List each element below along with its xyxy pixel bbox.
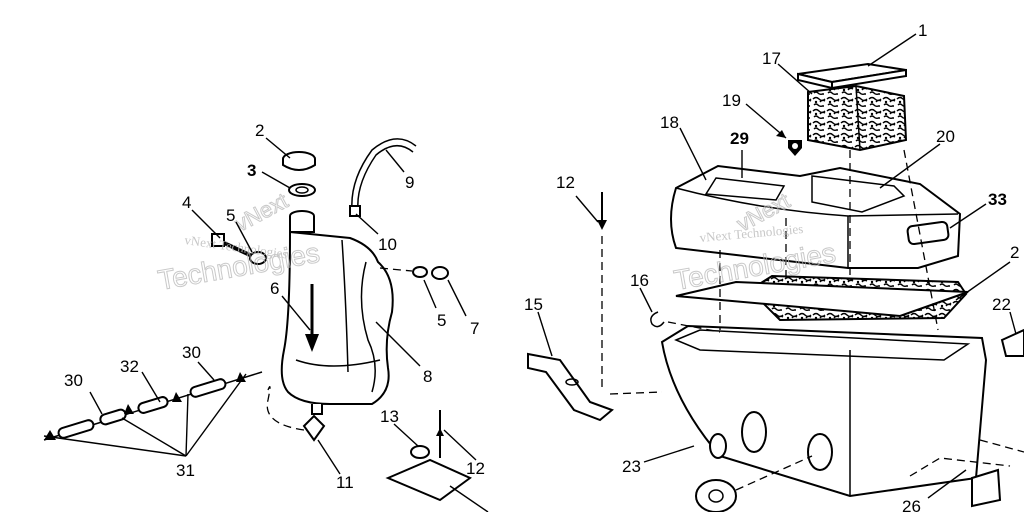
label-12-bottom: 12 (466, 459, 485, 478)
label-21: 2 (1010, 243, 1019, 262)
tank-neck (289, 210, 315, 233)
label-29: 29 (730, 129, 749, 148)
label-30-right: 30 (182, 343, 201, 362)
part-labels: 2 3 4 5 6 7 5 8 9 10 11 13 12 30 32 30 3… (64, 21, 1019, 512)
breather-hose (351, 138, 417, 211)
label-15: 15 (524, 295, 543, 314)
airbox-base (660, 324, 988, 498)
label-8: 8 (423, 367, 432, 386)
mount-bolt (211, 233, 267, 265)
label-30-left: 30 (64, 371, 83, 390)
cover-screw (788, 140, 802, 156)
cap-gasket (288, 183, 316, 197)
label-3: 3 (247, 161, 256, 180)
label-12-top: 12 (556, 173, 575, 192)
label-2: 2 (255, 121, 264, 140)
airbox-cover (670, 164, 962, 269)
label-5-left: 5 (226, 206, 235, 225)
mount-bracket (527, 352, 614, 422)
hose-assembly (43, 371, 263, 441)
tank-bracket (385, 410, 489, 512)
label-31: 31 (176, 461, 195, 480)
label-5-right: 5 (437, 311, 446, 330)
airbox-assembly (527, 62, 1024, 512)
label-26: 26 (902, 497, 921, 512)
label-6: 6 (270, 279, 279, 298)
oil-tank (280, 230, 394, 405)
label-7: 7 (470, 319, 479, 338)
grommet (379, 266, 449, 280)
cover-latch (906, 220, 950, 246)
label-1: 1 (918, 21, 927, 40)
label-22: 22 (992, 295, 1011, 314)
label-16: 16 (630, 271, 649, 290)
label-13: 13 (380, 407, 399, 426)
label-23: 23 (622, 457, 641, 476)
level-arrow (305, 284, 319, 352)
bracket-bolt (597, 192, 607, 390)
label-10: 10 (378, 235, 397, 254)
label-9: 9 (405, 173, 414, 192)
label-19: 19 (722, 91, 741, 110)
label-17: 17 (762, 49, 781, 68)
label-18: 18 (660, 113, 679, 132)
hose-clip (650, 311, 665, 328)
drain-valve (266, 386, 326, 442)
tank-assembly (43, 138, 489, 512)
tank-cap (282, 151, 316, 171)
label-32: 32 (120, 357, 139, 376)
label-11: 11 (336, 473, 354, 492)
leader-lines (43, 33, 1017, 499)
label-20: 20 (936, 127, 955, 146)
label-4: 4 (182, 193, 191, 212)
label-33: 33 (988, 190, 1007, 209)
